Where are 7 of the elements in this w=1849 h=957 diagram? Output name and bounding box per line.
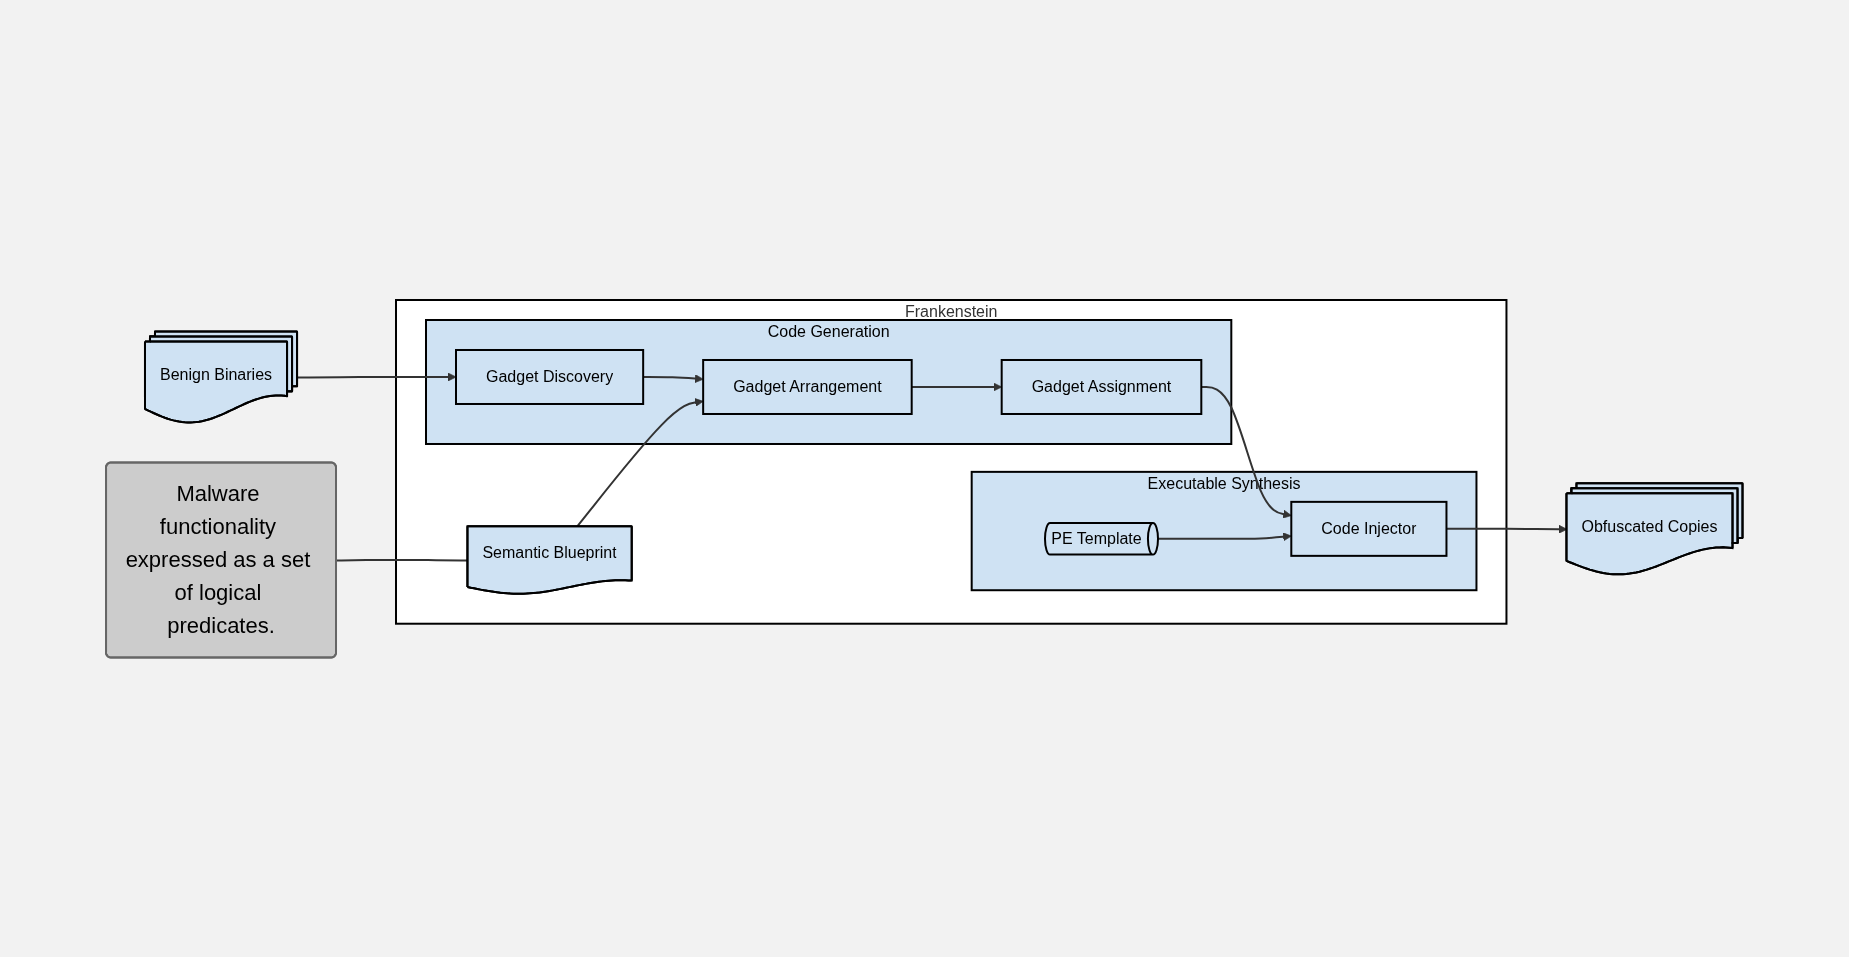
node-box: Code Injector bbox=[1290, 500, 1448, 557]
node-box: Gadget Discovery bbox=[455, 348, 645, 405]
node-box: Gadget Assignment bbox=[1000, 358, 1203, 415]
arrow bbox=[296, 372, 457, 382]
arrow bbox=[1157, 532, 1292, 541]
node-box: Gadget Arrangement bbox=[702, 358, 913, 415]
node-text: PE Template bbox=[1051, 529, 1142, 547]
